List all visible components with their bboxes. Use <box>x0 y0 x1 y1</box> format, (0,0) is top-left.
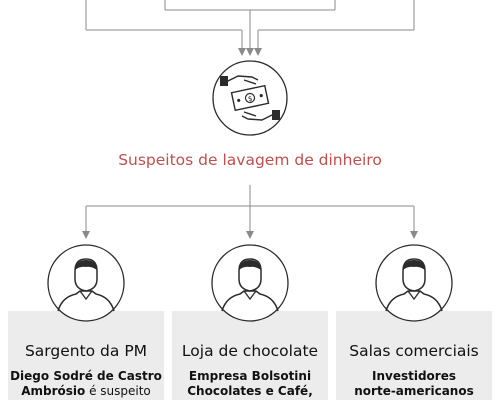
person-icon <box>46 243 126 323</box>
card-line1-bold: Diego Sodré de Castro <box>10 369 162 383</box>
bottom-connector-lines <box>82 185 418 239</box>
person-icon <box>210 243 290 323</box>
suspect-card: Salas comerciais Investidores norte-amer… <box>336 311 492 400</box>
person-icon <box>374 243 454 323</box>
center-label: Suspeitos de lavagem de dinheiro <box>118 151 382 169</box>
svg-text:$: $ <box>247 95 253 104</box>
card-line2-bold: Ambrósio <box>21 384 86 398</box>
card-line1-bold: Empresa Bolsotini <box>188 369 312 383</box>
card-title: Salas comerciais <box>349 342 479 360</box>
card-line2-rest: é suspeito <box>85 384 151 398</box>
top-connector-lines <box>85 0 415 56</box>
suspect-card: Loja de chocolate Empresa Bolsotini Choc… <box>172 311 328 400</box>
suspect-card: Sargento da PM Diego Sodré de Castro Amb… <box>8 311 164 400</box>
card-line2-bold: Chocolates e Café, <box>187 384 313 398</box>
card-line1-bold: Investidores <box>372 369 456 383</box>
card-title: Loja de chocolate <box>181 342 319 360</box>
card-line2-bold: norte-americanos <box>354 384 474 398</box>
card-title: Sargento da PM <box>24 342 148 360</box>
money-exchange-icon: $ <box>212 60 288 136</box>
